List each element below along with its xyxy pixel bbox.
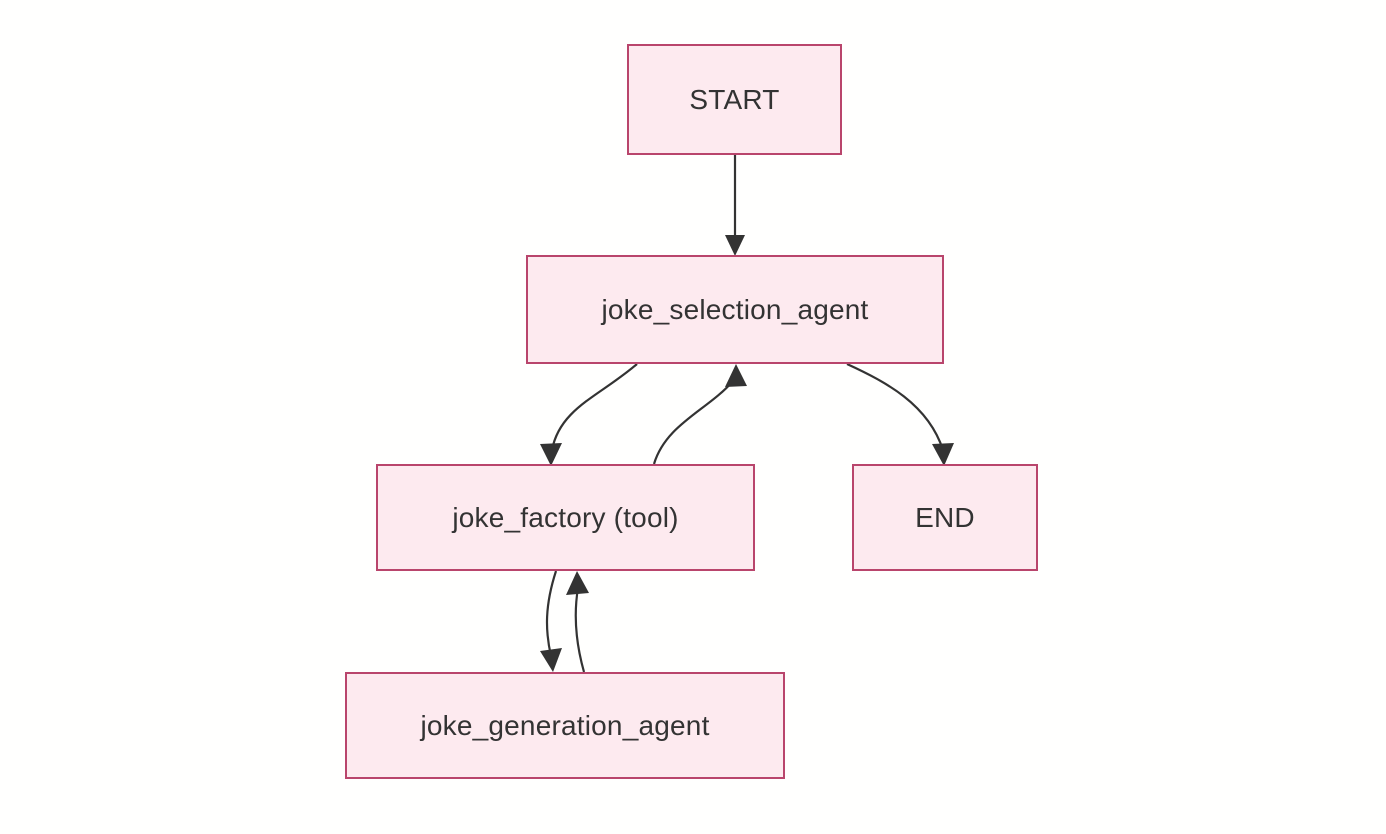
- node-joke-selection-agent-label: joke_selection_agent: [601, 293, 869, 325]
- node-end[interactable]: END: [852, 464, 1038, 571]
- edge-factory-to-selection: [652, 364, 747, 465]
- node-joke-selection-agent[interactable]: joke_selection_agent: [526, 255, 944, 364]
- edge-generation-to-factory: [566, 571, 589, 673]
- node-joke-factory[interactable]: joke_factory (tool): [376, 464, 755, 571]
- node-end-label: END: [915, 501, 975, 533]
- node-joke-generation-agent[interactable]: joke_generation_agent: [345, 672, 785, 779]
- node-joke-generation-agent-label: joke_generation_agent: [420, 709, 710, 741]
- node-joke-factory-label: joke_factory (tool): [452, 501, 679, 533]
- edge-selection-to-end: [846, 363, 954, 466]
- node-start-label: START: [689, 83, 780, 115]
- edge-start-to-selection: [725, 155, 745, 256]
- edge-factory-to-generation: [540, 570, 562, 672]
- edge-selection-to-factory: [540, 363, 638, 466]
- node-start[interactable]: START: [627, 44, 842, 155]
